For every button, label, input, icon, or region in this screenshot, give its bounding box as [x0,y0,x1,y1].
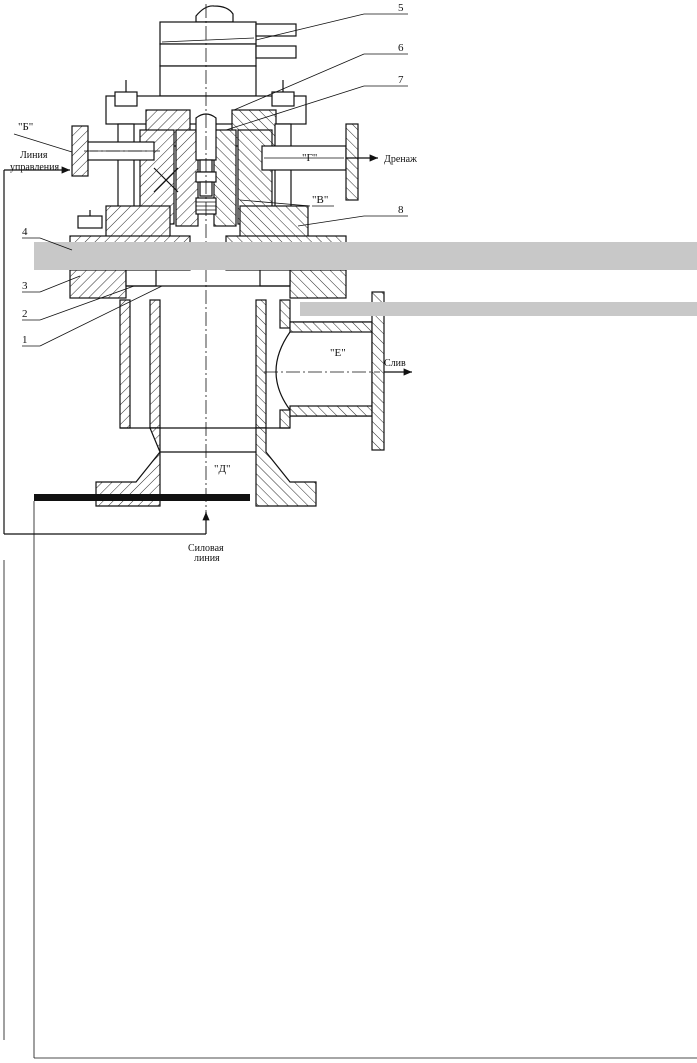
zone-v-label: "В" [312,194,328,206]
highlight-band-upper [34,242,697,270]
callout-8: 8 [398,204,404,216]
control-line-loop [3,166,210,535]
callout-6: 6 [398,42,404,54]
callout-4: 4 [22,226,28,238]
lower-body [95,291,385,507]
callout-1: 1 [22,334,28,346]
zone-d-label: "Д" [214,463,230,475]
callout-7: 7 [398,74,404,86]
power-line-label-1: Силовая [188,543,224,554]
callout-5: 5 [398,2,404,14]
discharge-label: Слив [384,358,406,369]
actuator-cap [159,5,297,97]
control-inlet-b [71,125,155,177]
page-frame [3,501,697,1059]
highlight-band-lower [300,302,697,316]
zone-g-label: "Г" [302,152,317,164]
power-line-label-2: линия [194,553,220,564]
zone-b-label: "Б" [18,121,33,133]
control-line-label-1: Линия [20,150,48,161]
callout-leaders [13,13,408,347]
zone-e-label: "Е" [330,347,346,359]
callout-2: 2 [22,308,28,320]
callout-3: 3 [22,280,28,292]
drain-label: Дренаж [384,154,417,165]
highlight-bar [34,494,250,501]
control-line-label-2: управления [10,162,60,173]
